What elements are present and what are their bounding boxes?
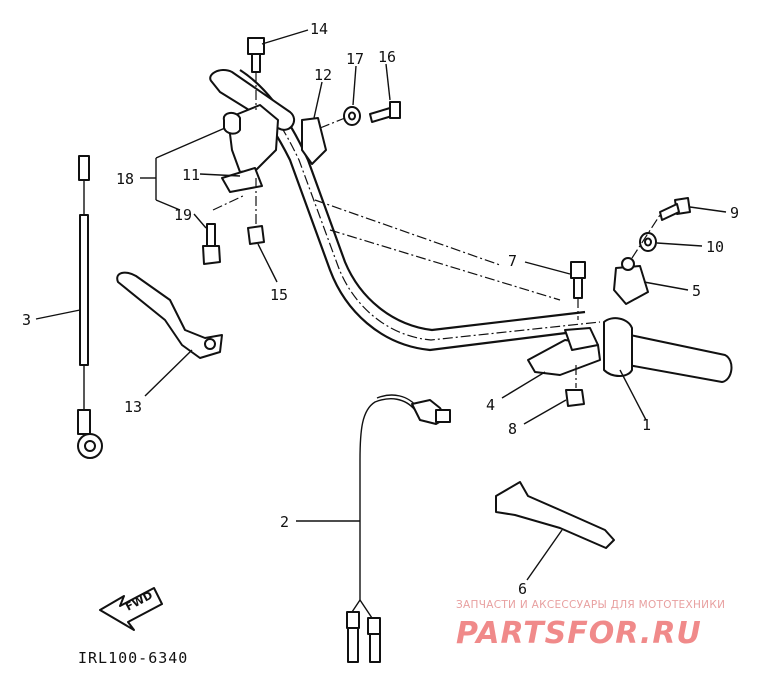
callout-12: 12 bbox=[314, 66, 332, 84]
nut-15 bbox=[247, 178, 265, 245]
callout-1: 1 bbox=[642, 416, 651, 434]
callout-14: 14 bbox=[310, 20, 328, 38]
watermark-tagline: ЗАПЧАСТИ И АКСЕССУАРЫ ДЛЯ МОТОТЕХНИКИ bbox=[456, 599, 725, 611]
callout-17: 17 bbox=[346, 50, 364, 68]
throttle-grip bbox=[603, 317, 733, 383]
watermark-logo: ЗАПЧАСТИ И АКСЕССУАРЫ ДЛЯ МОТОТЕХНИКИ PA… bbox=[456, 599, 725, 651]
callout-3: 3 bbox=[22, 311, 31, 329]
fwd-arrow-icon: FWD bbox=[99, 587, 163, 631]
callout-4: 4 bbox=[486, 396, 495, 414]
washer-10 bbox=[639, 232, 657, 252]
clutch-lever bbox=[116, 271, 223, 359]
brake-switch-cable bbox=[346, 394, 451, 663]
screw-9 bbox=[659, 197, 691, 221]
callout-11: 11 bbox=[182, 166, 200, 184]
bolt-19 bbox=[202, 194, 246, 265]
washer-17 bbox=[343, 106, 361, 126]
callout-2: 2 bbox=[280, 513, 289, 531]
callout-16: 16 bbox=[378, 48, 396, 66]
bolt-7 bbox=[570, 261, 586, 320]
callout-5: 5 bbox=[692, 282, 701, 300]
callout-8: 8 bbox=[508, 420, 517, 438]
callout-6: 6 bbox=[518, 580, 527, 598]
callout-19: 19 bbox=[174, 206, 192, 224]
watermark-brand: PARTSFOR.RU bbox=[456, 616, 702, 651]
callout-10: 10 bbox=[706, 238, 724, 256]
callout-18: 18 bbox=[116, 170, 134, 188]
callout-labels: 14 17 16 12 18 11 19 15 3 13 9 10 7 5 4 … bbox=[22, 20, 739, 598]
callout-15: 15 bbox=[270, 286, 288, 304]
callout-9: 9 bbox=[730, 204, 739, 222]
leader-lines bbox=[35, 29, 727, 581]
brake-lever bbox=[495, 481, 615, 549]
callout-7: 7 bbox=[508, 252, 517, 270]
nut-8 bbox=[565, 365, 585, 407]
callout-13: 13 bbox=[124, 398, 142, 416]
bolt-16 bbox=[369, 101, 401, 123]
clutch-cable bbox=[77, 155, 103, 459]
clutch-perch bbox=[221, 104, 327, 193]
throttle-housing bbox=[527, 257, 649, 376]
diagram-code: IRL100-6340 bbox=[78, 649, 188, 667]
bolt-14 bbox=[247, 37, 265, 110]
